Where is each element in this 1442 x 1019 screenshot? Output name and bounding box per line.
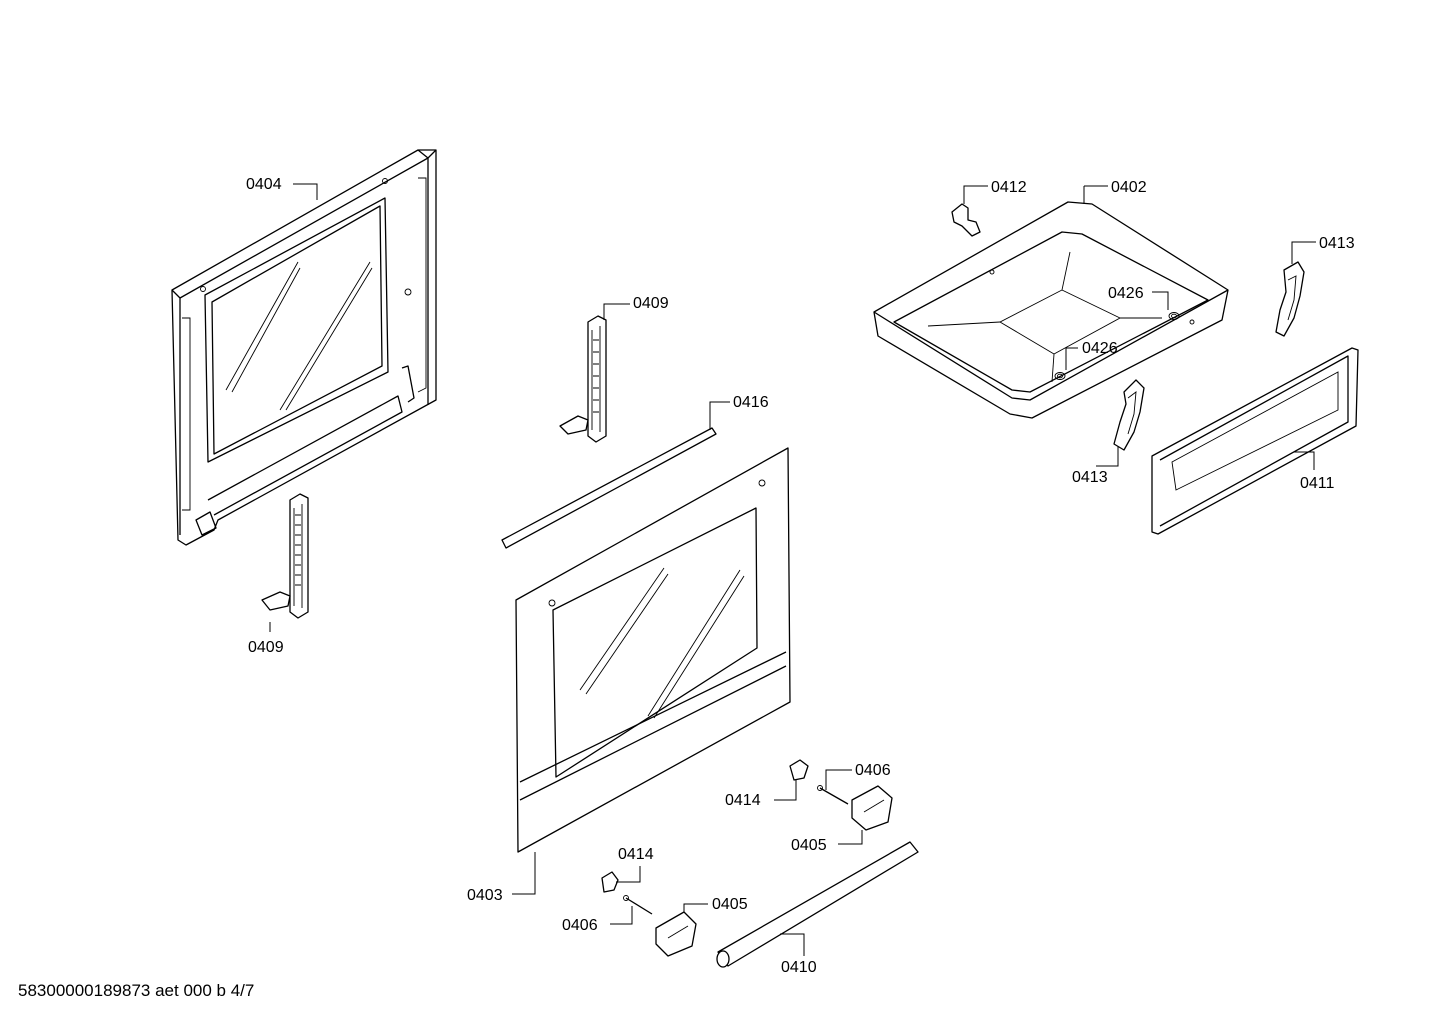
part-0426-grommet-b: 0426 [1054,340,1118,380]
label-0405-bottom: 0405 [712,896,748,913]
part-0402-drawer-tray: 0402 [873,179,1229,419]
part-0405-bracket-bottom: 0405 [655,896,748,957]
part-0409-hinge-center: 0409 [559,295,669,443]
part-0413-runner-center: 0413 [1072,379,1145,486]
label-0405-top: 0405 [791,837,827,854]
part-0410-handle-bar: 0410 [716,841,919,976]
part-0404-inner-door-frame: 0404 [171,149,437,546]
drawing-number-footer: 58300000189873 aet 000 b 4/7 [18,981,255,1000]
label-0416: 0416 [733,394,769,411]
part-0412-bracket: 0412 [951,179,1027,237]
label-0403: 0403 [467,887,503,904]
part-0411-drawer-front: 0411 [1151,347,1359,535]
label-0426-b: 0426 [1082,340,1118,357]
label-0402: 0402 [1111,179,1147,196]
part-0405-bracket-top: 0405 [791,785,893,854]
part-0414-cap-top: 0414 [725,759,809,809]
label-0412: 0412 [991,179,1027,196]
part-0414-cap-bottom: 0414 [601,846,654,893]
label-0411: 0411 [1300,475,1335,492]
label-0410: 0410 [781,959,817,976]
label-0413-center: 0413 [1072,469,1108,486]
part-0426-grommet-a: 0426 [1108,285,1180,320]
part-0403-outer-door: 0403 [467,447,791,904]
label-0414-bottom: 0414 [618,846,654,863]
label-0426-a: 0426 [1108,285,1144,302]
part-0416-door-seal: 0416 [501,394,769,549]
label-0406-bottom: 0406 [562,917,598,934]
part-0406-screw-top: 0406 [817,762,891,805]
part-0409-hinge-left: 0409 [248,493,309,656]
label-0409-center: 0409 [633,295,669,312]
label-0413-top: 0413 [1319,235,1355,252]
label-0414-top: 0414 [725,792,761,809]
label-0406-top: 0406 [855,762,891,779]
label-0409-left: 0409 [248,639,284,656]
part-0413-runner-top: 0413 [1275,235,1355,337]
part-0406-screw-bottom: 0406 [562,895,653,934]
label-0404: 0404 [246,176,282,193]
